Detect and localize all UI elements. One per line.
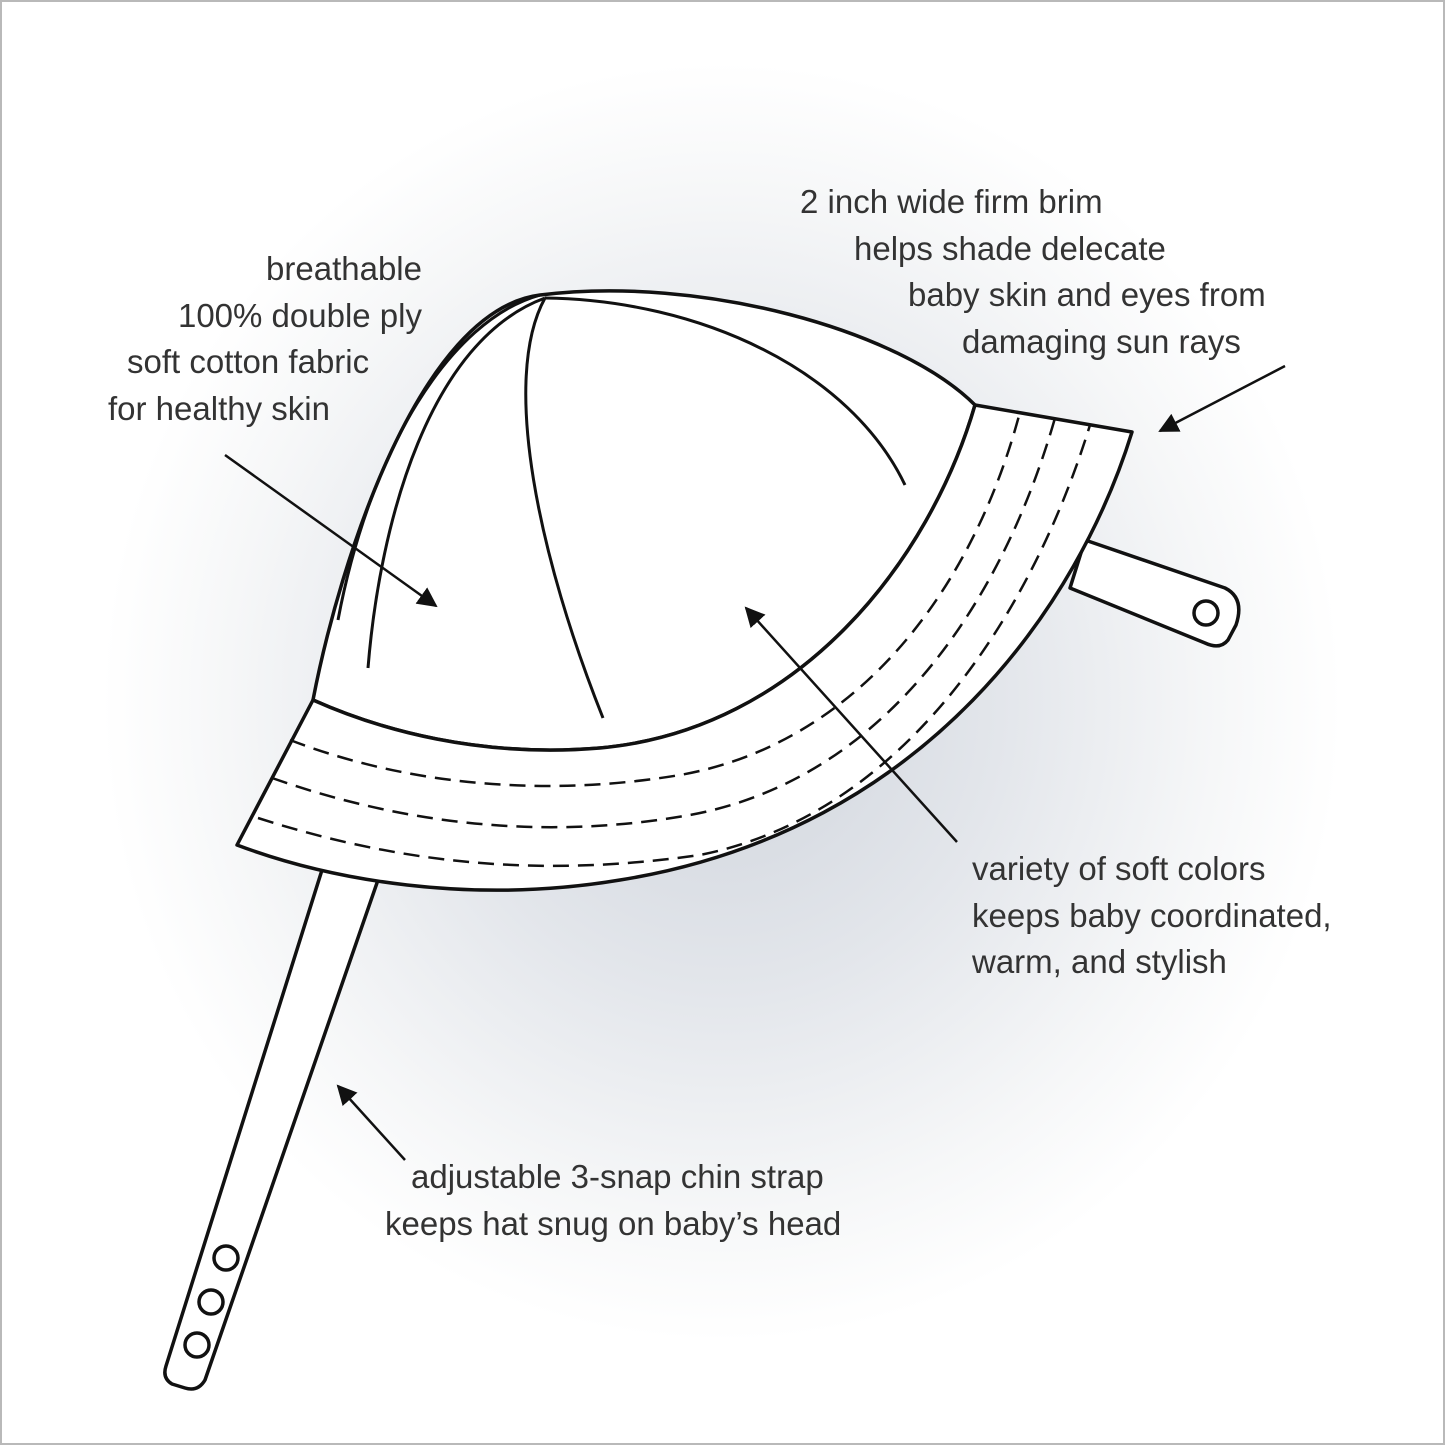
- snap-icon: [1192, 599, 1220, 627]
- crown-seam: [544, 296, 907, 486]
- strap-line: keeps hat snug on baby’s head: [385, 1204, 842, 1242]
- fabric-line: 100% double ply: [177, 296, 422, 334]
- hat-brim: [235, 403, 1134, 892]
- crown-seam: [366, 296, 546, 669]
- colors-line: keeps baby coordinated,: [972, 896, 1332, 934]
- brim-line: 2 inch wide firm brim: [800, 183, 1103, 220]
- arrow-brim: [1158, 364, 1286, 433]
- snap-icon: [212, 1244, 240, 1272]
- snap-icon: [197, 1288, 225, 1316]
- stitching: [257, 411, 1092, 868]
- colors-line: variety of soft colors: [972, 850, 1266, 887]
- arrow-fabric: [224, 453, 438, 608]
- brim-line: damaging sun rays: [962, 322, 1241, 360]
- arrow-colors: [744, 606, 958, 843]
- fabric-line: soft cotton fabric: [127, 343, 370, 380]
- colors-annotation: variety of soft colors keeps baby coordi…: [972, 846, 1332, 986]
- brim-annotation: 2 inch wide firm brim helps shade deleca…: [800, 179, 1266, 365]
- fabric-line: for healthy skin: [108, 389, 330, 427]
- right-strap: [1068, 538, 1241, 648]
- strap-annotation: adjustable 3-snap chin strap keeps hat s…: [385, 1154, 841, 1247]
- fabric-line: breathable: [266, 250, 422, 287]
- chin-strap: [163, 868, 380, 1391]
- fabric-annotation: breathable 100% double ply soft cotton f…: [100, 246, 422, 432]
- snap-icon: [183, 1331, 211, 1359]
- colors-line: warm, and stylish: [972, 943, 1227, 980]
- crown-seam: [524, 297, 605, 719]
- brim-line: baby skin and eyes from: [908, 276, 1266, 313]
- strap-line: adjustable 3-snap chin strap: [411, 1158, 824, 1195]
- arrow-strap: [336, 1084, 406, 1161]
- brim-line: helps shade delecate: [854, 229, 1166, 267]
